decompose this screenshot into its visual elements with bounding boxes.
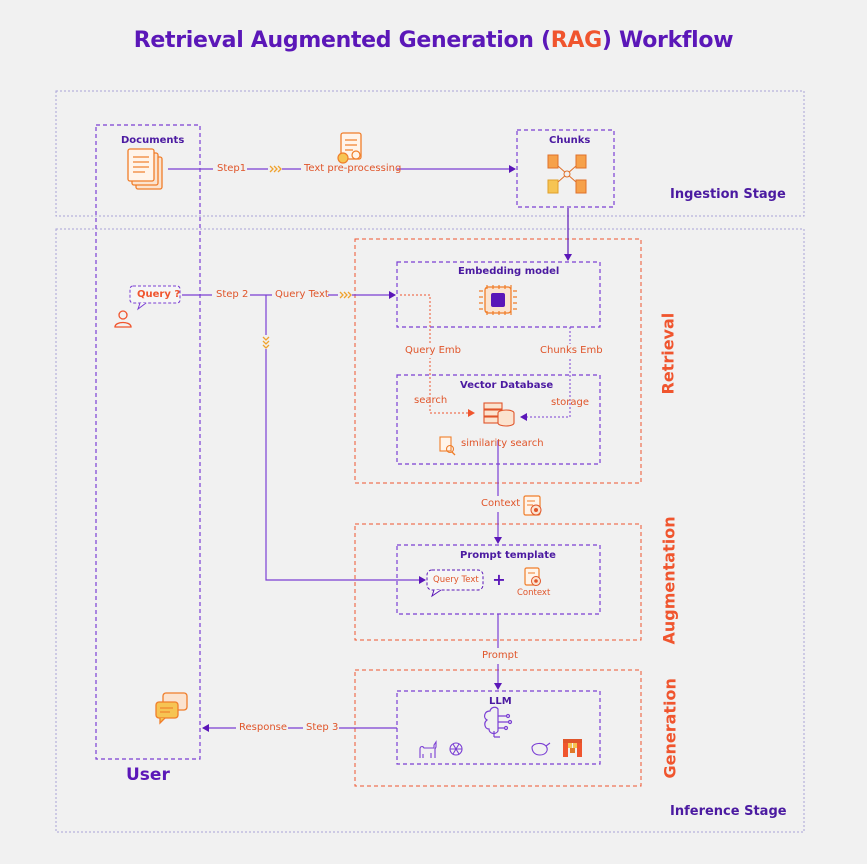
user-icon — [114, 310, 132, 328]
context-icon — [524, 567, 541, 586]
whale-icon — [531, 742, 551, 756]
generation-section-label: Generation — [660, 678, 680, 779]
documents-icon — [127, 148, 163, 190]
brain-icon — [484, 706, 513, 738]
text-processing-icon — [337, 132, 362, 164]
query-text-label: Query Text — [275, 289, 329, 300]
database-icon — [483, 402, 515, 427]
retrieval-section-label: Retrieval — [658, 312, 678, 395]
chevron-down-icon — [262, 336, 270, 349]
prompt-template-label: Prompt template — [460, 550, 556, 561]
chunks-icon — [547, 154, 587, 194]
chat-icon — [155, 692, 188, 725]
plus-sign: + — [492, 570, 505, 589]
step2-label: Step 2 — [216, 289, 249, 300]
chunks-emb-label: Chunks Emb — [540, 345, 603, 356]
query-text-bubble — [426, 569, 484, 591]
similarity-search-label: similarity search — [461, 438, 544, 449]
response-label: Response — [239, 722, 288, 733]
chunks-label: Chunks — [549, 135, 591, 146]
ingestion-stage-box — [55, 90, 805, 217]
step3-label: Step 3 — [306, 722, 339, 733]
query-label: Query ? — [137, 289, 181, 300]
search-document-icon — [439, 436, 456, 456]
storage-label: storage — [551, 397, 589, 408]
prompt-label: Prompt — [482, 650, 518, 661]
llm-label: LLM — [489, 696, 512, 707]
augmentation-section-label: Augmentation — [659, 516, 679, 645]
ingestion-stage-label: Ingestion Stage — [670, 187, 786, 202]
page-title: Retrieval Augmented Generation (RAG) Wor… — [133, 28, 734, 53]
context-icon — [523, 495, 542, 516]
documents-label: Documents — [121, 135, 185, 146]
chevron-right-icon — [339, 291, 352, 299]
chunks-box — [516, 129, 615, 208]
context-label: Context — [481, 498, 521, 509]
context-small-label: Context — [517, 588, 551, 598]
query-bubble — [129, 285, 181, 304]
user-label: User — [126, 765, 170, 785]
query-text-to-prompt-arrow — [265, 295, 426, 584]
inference-stage-box — [55, 228, 805, 833]
text-preprocessing-label: Text pre-processing — [304, 163, 402, 174]
search-label: search — [414, 395, 448, 406]
user-column-box — [95, 124, 201, 760]
query-text-bubble-label: Query Text — [433, 575, 479, 585]
inference-stage-label: Inference Stage — [670, 804, 787, 819]
query-emb-label: Query Emb — [405, 345, 461, 356]
vector-database-label: Vector Database — [460, 380, 554, 391]
embedding-model-label: Embedding model — [458, 266, 560, 277]
embedding-model-box — [396, 261, 601, 328]
chip-icon — [479, 285, 517, 315]
step1-label: Step1 — [217, 163, 247, 174]
llama-icon — [419, 740, 437, 758]
llm-box — [396, 690, 601, 765]
openai-icon — [449, 742, 463, 756]
chevron-right-icon — [269, 165, 282, 173]
mistral-icon — [563, 739, 582, 757]
